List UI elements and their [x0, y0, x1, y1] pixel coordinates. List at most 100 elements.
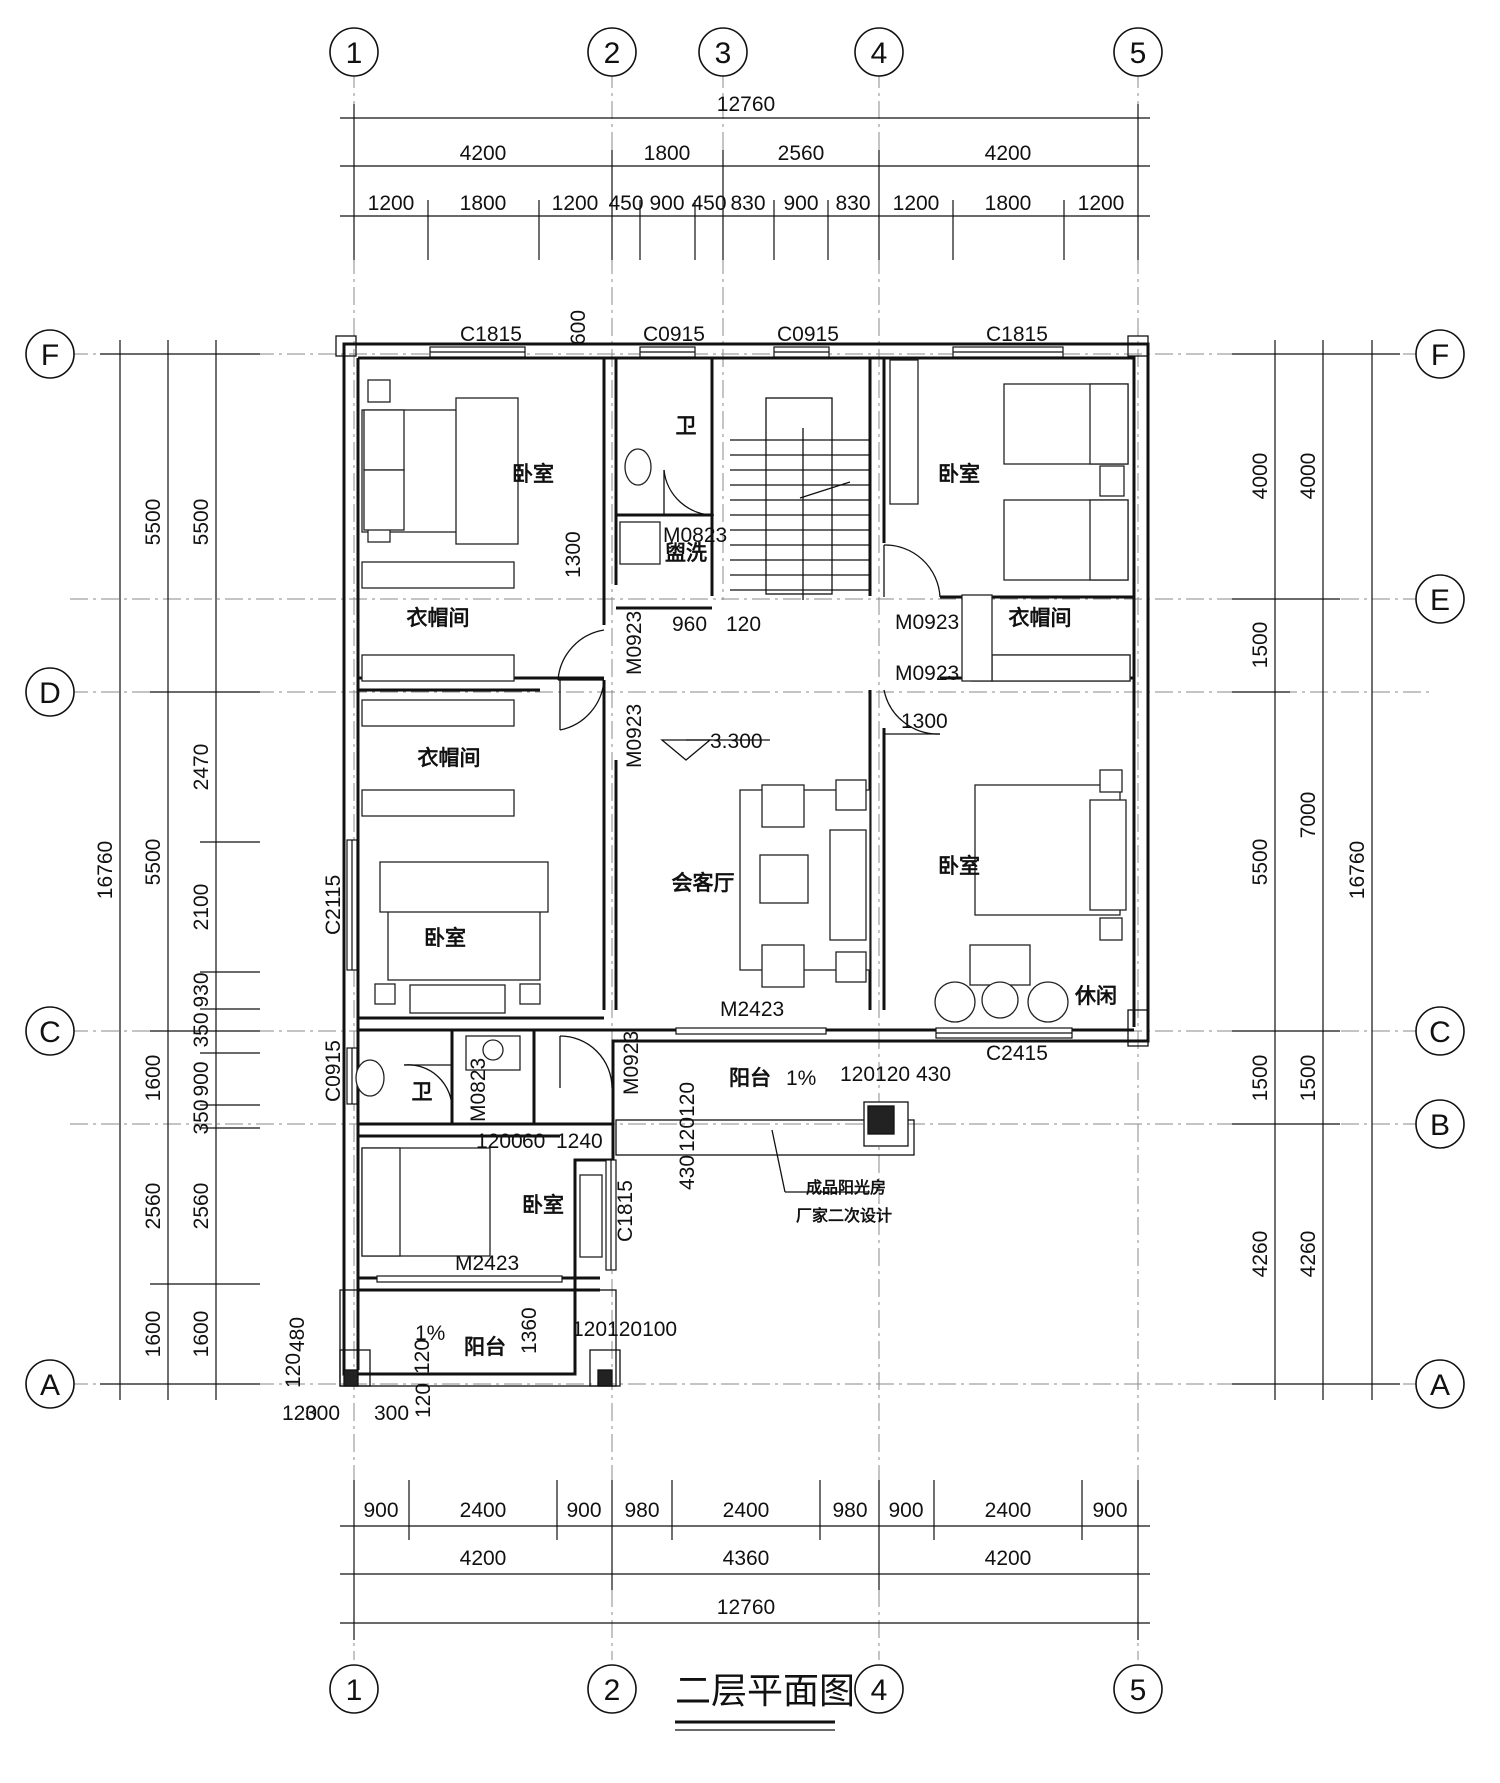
sanitary-fixtures [355, 448, 661, 1097]
top-dim-row3: 900 [649, 192, 684, 215]
bed-sw [361, 1147, 603, 1258]
right-dim-col1: 5500 [1249, 839, 1272, 886]
staircase [730, 397, 870, 600]
dim-label: 430 [676, 1155, 699, 1190]
left-dim-col2: 5500 [142, 499, 165, 546]
bed-e [934, 769, 1127, 1023]
dim-label: 1360 [518, 1307, 541, 1354]
top-dim-total: 12760 [717, 93, 775, 116]
room-wash: 盥洗 [665, 542, 707, 565]
title-underline [675, 1720, 835, 1731]
axis-label-1-bottom: 1 [346, 1674, 363, 1707]
door-label: M0923 [620, 1031, 643, 1095]
right-dim-col2: 1500 [1297, 1055, 1320, 1102]
top-dim-row3: 450 [691, 192, 726, 215]
level-marker [660, 739, 770, 761]
room-living: 会客厅 [672, 871, 735, 895]
bottom-dim-row2: 4200 [985, 1547, 1032, 1570]
axis-label-2-top: 2 [604, 37, 621, 70]
door-label: M0823 [663, 524, 727, 547]
top-dim-row2: 1800 [644, 142, 691, 165]
left-dimension-lines [100, 340, 260, 1400]
bottom-dim-row1: 980 [832, 1499, 867, 1522]
top-dim-row3: 1200 [552, 192, 599, 215]
left-dim-col3: 350 [190, 1099, 213, 1134]
bottom-dim-row1: 980 [624, 1499, 659, 1522]
dim-label: 430 [916, 1063, 951, 1086]
left-dim-col2: 5500 [142, 839, 165, 886]
left-dim-col3: 5500 [190, 499, 213, 546]
window-label: C2115 [322, 875, 345, 935]
left-dim-col3: 1600 [190, 1311, 213, 1358]
bed-nw [361, 379, 519, 545]
room-bedroom-sw: 卧室 [522, 1193, 564, 1217]
dim-label: 960 [672, 613, 707, 636]
room-closet-w: 衣帽间 [418, 746, 481, 770]
axis-label-2-bottom: 2 [604, 1674, 621, 1707]
left-dim-col3: 2100 [190, 884, 213, 931]
top-dim-row2: 4200 [460, 142, 507, 165]
room-balcony-mid: 阳台 [729, 1066, 771, 1090]
axis-label-1-top: 1 [346, 37, 363, 70]
axis-label-5-bottom: 5 [1130, 1674, 1147, 1707]
axis-label-C-left: C [39, 1016, 61, 1049]
windows [346, 346, 1073, 1283]
top-dim-row3: 450 [608, 192, 643, 215]
axis-label-3-top: 3 [715, 37, 732, 70]
bottom-dim-row1: 900 [363, 1499, 398, 1522]
left-dim-col2: 2560 [142, 1183, 165, 1230]
bottom-dim-total: 12760 [717, 1596, 775, 1619]
dim-label: 120 [411, 1339, 434, 1374]
room-bedroom-w: 卧室 [424, 926, 466, 950]
left-dim-outer: 16760 [94, 841, 117, 899]
top-dim-row3: 830 [835, 192, 870, 215]
bottom-dim-row1: 2400 [460, 1499, 507, 1522]
top-dim-row3: 1200 [368, 192, 415, 215]
bottom-dim-row1: 900 [566, 1499, 601, 1522]
dim-label: 120 [282, 1353, 305, 1388]
top-dim-row3: 830 [730, 192, 765, 215]
window-label: C2415 [986, 1042, 1048, 1065]
room-bathroom-sw: 卫 [412, 1081, 433, 1104]
wardrobes [361, 359, 1131, 817]
sunroom-structure [339, 1101, 915, 1387]
door-label: M0923 [623, 704, 646, 768]
bottom-dim-row2: 4360 [723, 1547, 770, 1570]
dim-label: 120 [726, 613, 761, 636]
doors [403, 469, 941, 1111]
door-label: M0923 [895, 662, 959, 685]
door-label: M0923 [895, 611, 959, 634]
axis-bubbles [25, 27, 1465, 1714]
room-leisure: 休闲 [1074, 985, 1117, 1008]
axis-label-E-right: E [1430, 584, 1450, 617]
window-label: C1815 [614, 1180, 637, 1242]
left-dim-col2-extra: 1600 [142, 1055, 165, 1102]
left-dim-col3: 930 [190, 972, 213, 1007]
dim-label: 120 [282, 1402, 317, 1425]
right-dim-col2: 4260 [1297, 1231, 1320, 1278]
room-balcony-sw: 阳台 [464, 1335, 506, 1359]
dim-label: 1200 [476, 1130, 523, 1153]
room-closet-nw: 衣帽间 [407, 606, 470, 630]
left-dim-col3: 2560 [190, 1183, 213, 1230]
room-bedroom-nw: 卧室 [512, 462, 554, 486]
axis-grid [70, 70, 1430, 1660]
dim-label: 120120 [676, 1082, 699, 1152]
drawing-title: 二层平面图 [675, 1670, 855, 1711]
right-dim-col1: 1500 [1249, 1055, 1272, 1102]
bottom-dim-row1: 900 [1092, 1499, 1127, 1522]
bottom-dim-row1: 900 [888, 1499, 923, 1522]
elevation-label: 3.300 [710, 730, 763, 753]
dim-label: 1300 [901, 710, 948, 733]
top-dim-row2: 2560 [778, 142, 825, 165]
sunroom-note: 厂家二次设计 [796, 1206, 892, 1225]
bed-w [374, 861, 549, 1014]
axis-label-D-left: D [39, 677, 61, 710]
bottom-dim-row1: 2400 [985, 1499, 1032, 1522]
slope-label: 1% [786, 1067, 816, 1090]
axis-label-B-right: B [1430, 1109, 1450, 1142]
left-dim-col3: 900 [190, 1061, 213, 1096]
right-dim-col1: 1500 [1249, 622, 1272, 669]
right-dim-col1: 4260 [1249, 1231, 1272, 1278]
